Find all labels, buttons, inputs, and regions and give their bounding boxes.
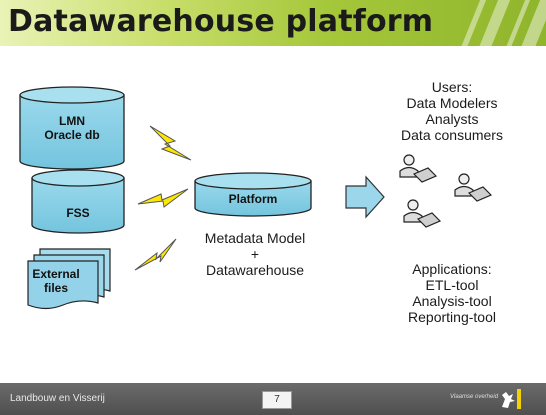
fss-label: FSS — [66, 206, 90, 220]
users-line: Analysts — [425, 111, 479, 127]
platform-cylinder — [194, 172, 312, 217]
flemish-lion-logo — [502, 389, 521, 409]
source-label-line: Oracle db — [44, 128, 100, 142]
user-computer-icon — [399, 154, 438, 183]
source-label-line: External — [32, 267, 80, 281]
applications-line: Analysis-tool — [412, 293, 492, 309]
lmn-oracle-label: LMN Oracle db — [20, 114, 124, 142]
lightning-bolt-icon — [137, 188, 189, 208]
user-computer-icon — [454, 173, 493, 202]
applications-line: Applications: — [412, 261, 492, 277]
users-line: Users: — [431, 79, 473, 95]
footer-organization: Landbouw en Visserij — [10, 393, 105, 404]
page-number: 7 — [262, 391, 292, 409]
platform-label: Platform — [228, 192, 278, 206]
applications-line: Reporting-tool — [408, 309, 496, 325]
caption-line: + — [250, 246, 260, 262]
users-list: Users: Data Modelers Analysts Data consu… — [382, 79, 522, 143]
footer-government-text: Vlaamse overheid — [450, 394, 499, 400]
block-arrow-right-icon — [345, 175, 385, 219]
title-bar: Datawarehouse platform — [0, 0, 546, 46]
user-computer-icon — [403, 199, 442, 228]
external-files-label: External files — [28, 267, 84, 295]
caption-line: Datawarehouse — [205, 262, 305, 278]
platform-caption: Metadata Model + Datawarehouse — [190, 230, 320, 278]
lightning-bolt-icon — [149, 125, 192, 161]
applications-line: ETL-tool — [425, 277, 479, 293]
caption-line: Metadata Model — [204, 230, 306, 246]
footer-bar: Landbouw en Visserij 7 Vlaamse overheid — [0, 383, 546, 415]
fss-cylinder — [31, 169, 125, 234]
source-label-line: LMN — [59, 114, 85, 128]
slide-title: Datawarehouse platform — [8, 4, 434, 39]
users-line: Data consumers — [401, 127, 503, 143]
source-label-line: files — [43, 281, 68, 295]
lightning-bolt-icon — [134, 238, 177, 271]
users-line: Data Modelers — [406, 95, 498, 111]
external-files-documents — [27, 248, 111, 310]
applications-list: Applications: ETL-tool Analysis-tool Rep… — [382, 261, 522, 325]
lmn-oracle-db-cylinder — [19, 86, 125, 170]
